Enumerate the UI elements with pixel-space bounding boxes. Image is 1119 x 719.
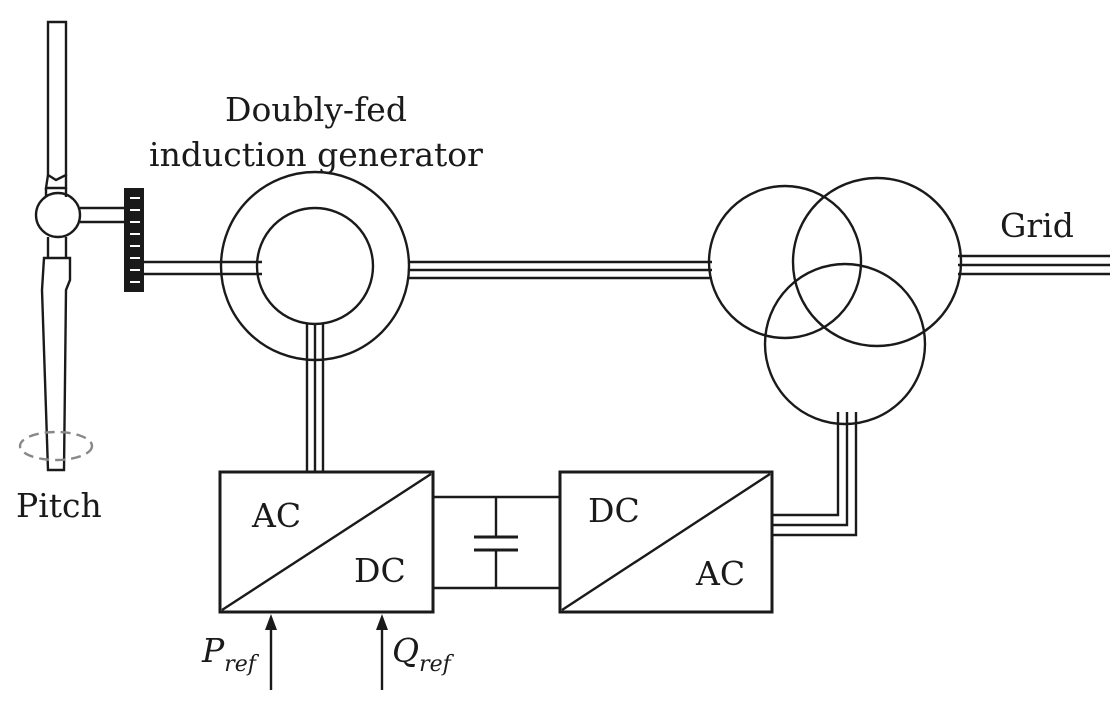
grid-converter-ac-label: AC [695, 554, 745, 593]
stator-to-transformer-lines [409, 260, 712, 280]
grid-side-converter [558, 470, 774, 614]
rotor-converter-ac-label: AC [251, 496, 301, 535]
grid-lines [958, 254, 1110, 276]
p-ref-label: Pref [201, 631, 260, 677]
grid-converter-dc-label: DC [588, 491, 640, 530]
p-ref-subscript: ref [224, 652, 260, 677]
generator-title-line2: induction generator [149, 135, 483, 174]
wind-turbine-icon [18, 20, 94, 472]
transformer-to-converter-lines [772, 412, 858, 537]
dc-link [433, 495, 560, 590]
rotor-to-converter-lines [305, 324, 325, 472]
p-ref-arrow [265, 614, 277, 690]
main-shaft [80, 206, 124, 224]
pitch-label: Pitch [16, 486, 102, 525]
pitch-indicator-icon [18, 430, 94, 462]
lower-blade [40, 256, 72, 472]
q-ref-arrow [376, 614, 388, 690]
q-ref-main: Q [392, 631, 419, 670]
hub-shaft-bottom [46, 237, 68, 258]
generator-title-line1: Doubly-fed [225, 90, 407, 129]
q-ref-label: Qref [392, 631, 455, 677]
hub-icon [34, 191, 82, 239]
dc-link-capacitor-icon [474, 535, 518, 552]
upper-blade-root [44, 174, 68, 190]
grid-label: Grid [1000, 206, 1074, 245]
upper-blade [46, 20, 68, 182]
high-speed-shaft [144, 260, 262, 276]
p-ref-main: P [201, 631, 225, 670]
rotor-circle [255, 206, 375, 326]
hub-shaft-top [44, 188, 68, 197]
three-winding-transformer-icon [707, 176, 963, 426]
q-ref-subscript: ref [419, 652, 455, 677]
gearbox-icon [124, 188, 144, 292]
rotor-converter-dc-label: DC [354, 551, 406, 590]
rotor-side-converter [218, 470, 435, 614]
